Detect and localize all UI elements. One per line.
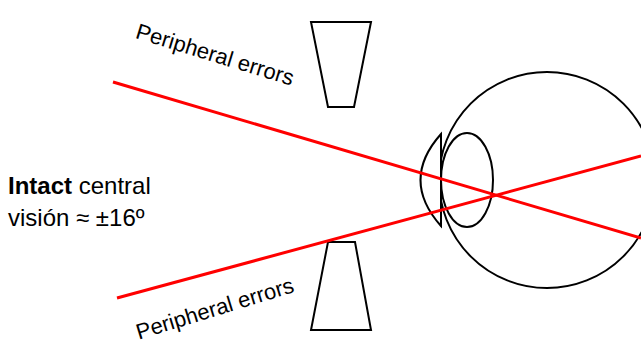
ray-line <box>117 156 641 298</box>
emphasis-text: Intact <box>8 172 72 199</box>
peripheral-label: Peripheral errors <box>133 273 297 346</box>
lens-rim-top <box>311 22 371 107</box>
eyeball-outline <box>439 72 641 288</box>
peripheral-label: Peripheral errors <box>133 19 297 92</box>
central-vision-label: Intactcentral visión ≈ ±16º <box>8 170 198 234</box>
lens-rim-bottom <box>311 242 371 330</box>
ray-line <box>113 82 641 238</box>
